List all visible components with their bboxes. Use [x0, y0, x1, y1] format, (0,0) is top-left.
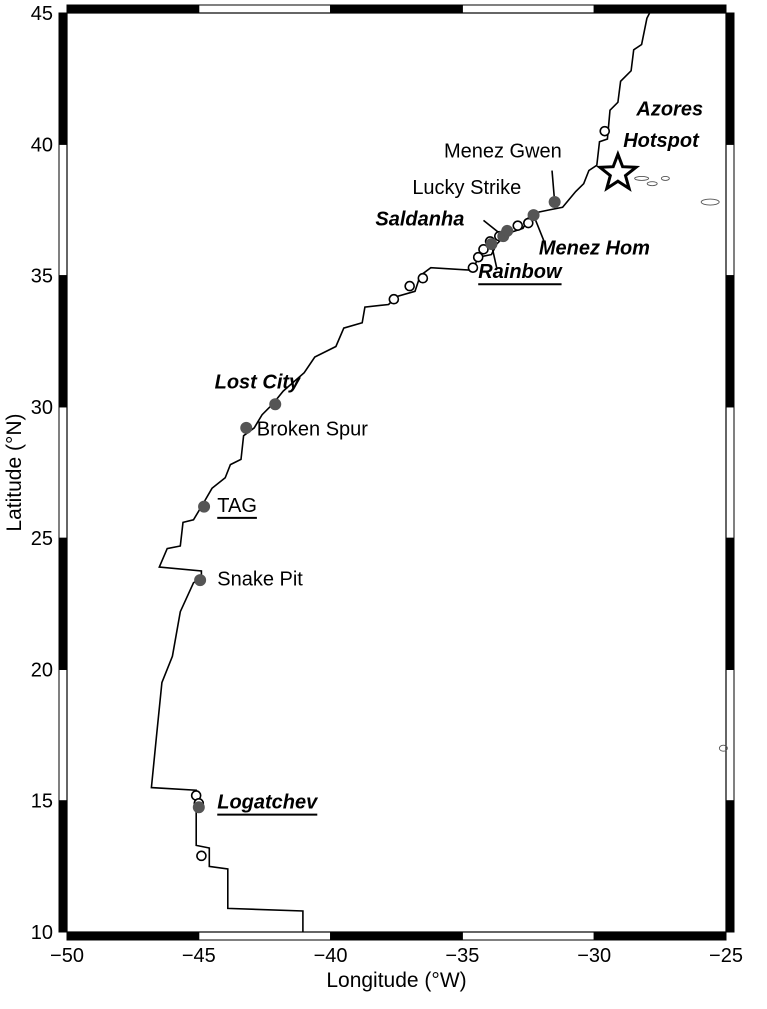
frame-band-left — [58, 275, 68, 408]
other-site-marker — [467, 262, 479, 273]
frame-band-top — [330, 4, 463, 14]
site-label: Hotspot — [623, 130, 700, 152]
y-tick-label: 30 — [31, 397, 53, 419]
frame-band-right — [725, 668, 735, 802]
y-tick-label: 35 — [31, 266, 53, 288]
other-site-marker — [196, 850, 207, 862]
site-label: Lucky Strike — [412, 177, 521, 199]
site-label: Azores — [635, 98, 703, 120]
site-label: Lost City — [215, 371, 301, 393]
y-tick-label: 40 — [31, 134, 53, 156]
plot-border — [66, 12, 727, 933]
other-site-marker — [522, 217, 534, 229]
frame-band-right — [725, 143, 735, 277]
site-label: Menez Hom — [539, 238, 650, 260]
site-label: TAG — [217, 495, 257, 517]
vent-site-marker — [269, 398, 282, 411]
y-tick-label: 20 — [31, 659, 53, 681]
vent-site-marker — [527, 209, 540, 222]
hotspot-star-icon — [595, 149, 641, 192]
x-axis-title: Longitude (°W) — [326, 969, 466, 992]
vent-site-marker — [194, 574, 207, 587]
frame-band-left — [58, 143, 68, 277]
site-label: Saldanha — [375, 209, 464, 231]
frame-band-top — [593, 4, 727, 14]
island-outline — [718, 744, 728, 752]
frame-band-bottom — [593, 931, 727, 941]
x-tick-label: −40 — [314, 945, 348, 967]
vent-site-marker — [240, 421, 253, 434]
y-axis-title: Latitude (°N) — [3, 413, 26, 531]
vent-site-marker — [548, 196, 561, 209]
frame-band-bottom — [330, 931, 463, 941]
frame-band-left — [58, 800, 68, 933]
frame-band-left — [58, 668, 68, 802]
island-outline — [646, 181, 658, 187]
other-site-marker — [472, 251, 484, 263]
frame-band-bottom — [66, 931, 200, 941]
vent-site-marker — [485, 238, 498, 251]
other-site-marker — [599, 125, 611, 137]
frame-band-right — [725, 537, 735, 670]
other-site-marker — [404, 280, 415, 292]
other-site-marker — [417, 272, 429, 284]
other-site-marker — [388, 293, 400, 305]
x-tick-label: −25 — [709, 945, 743, 967]
frame-band-right — [725, 800, 735, 933]
vent-site-marker — [198, 500, 211, 513]
island-outline — [700, 198, 720, 206]
frame-band-top — [198, 4, 332, 14]
y-tick-label: 10 — [31, 922, 53, 944]
frame-band-right — [725, 406, 735, 539]
vent-site-marker — [192, 801, 205, 814]
x-tick-label: −35 — [445, 945, 479, 967]
frame-band-bottom — [198, 931, 332, 941]
frame-band-right — [725, 12, 735, 145]
site-label: Logatchev — [217, 792, 319, 814]
x-tick-label: −30 — [577, 945, 611, 967]
site-label: Menez Gwen — [444, 140, 562, 162]
other-site-marker — [512, 220, 524, 231]
island-outline — [634, 175, 650, 181]
frame-band-top — [461, 4, 595, 14]
frame-band-right — [725, 275, 735, 408]
frame-band-top — [66, 4, 200, 14]
y-tick-label: 45 — [31, 3, 53, 25]
vent-site-marker — [501, 224, 514, 237]
y-tick-label: 25 — [31, 528, 53, 550]
frame-band-bottom — [461, 931, 595, 941]
frame-band-left — [58, 406, 68, 539]
ridge-axis-line — [150, 12, 651, 932]
x-tick-label: −50 — [50, 945, 84, 967]
x-tick-label: −45 — [182, 945, 216, 967]
site-label: Broken Spur — [257, 419, 369, 441]
other-site-marker — [478, 244, 489, 255]
y-tick-label: 15 — [31, 791, 53, 813]
site-label: Rainbow — [478, 261, 563, 283]
site-label: Snake Pit — [217, 568, 303, 590]
frame-band-left — [58, 12, 68, 145]
island-outline — [660, 175, 670, 181]
frame-band-left — [58, 537, 68, 670]
